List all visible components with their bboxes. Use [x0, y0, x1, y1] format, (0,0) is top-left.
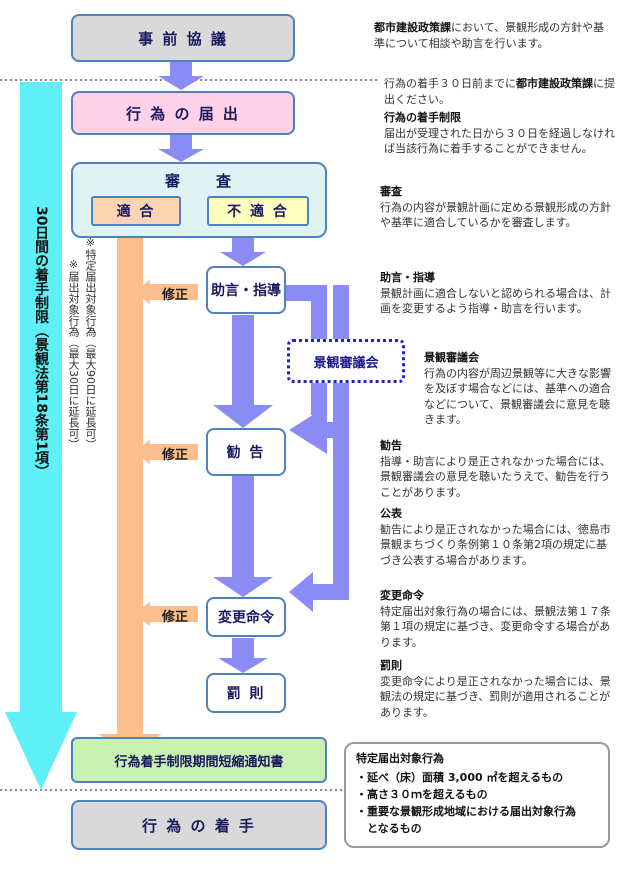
nonconform-box: 不 適 合 — [207, 196, 309, 226]
condition-item: ・高さ３０ｍを超えるもの — [356, 788, 488, 801]
council-box: 景観審議会 — [287, 339, 405, 383]
review-title: 審 査 — [164, 172, 233, 190]
change-order-box: 変更命令 — [206, 597, 286, 637]
desc-advice: 助言・指導 景観計画に適合しないと認められる場合は、計画を変更するよう指導・助言… — [380, 271, 611, 315]
timeline-label: 30日間の着手制限（景観法第18条第1項） — [33, 206, 49, 479]
note-general-act: ※届出対象行為（最大30日に延長可） — [67, 258, 80, 450]
desc-prior-consultation: 都市建設政策課において、景観形成の方針や基準について相談や助言を行います。 — [374, 21, 605, 50]
desc-change-order: 変更命令 特定届出対象行為の場合には、景観法第１７条第１項の規定に基づき、変更命… — [380, 589, 611, 649]
fix-label: 修正 — [162, 610, 189, 625]
shorten-notice-box: 行為着手制限期間短縮通知書 — [71, 737, 327, 783]
note-specific-act: ※特定届出対象行為（最大90日に延長可） — [84, 236, 97, 450]
penalty-box: 罰 則 — [206, 673, 286, 713]
fix-arrows — [134, 280, 198, 626]
specific-act-conditions: 特定届出対象行為 ・延べ（床）面積 3,000 ㎡を超えるもの ・高さ３０ｍを超… — [344, 742, 610, 848]
condition-item: ・延べ（床）面積 3,000 ㎡を超えるもの — [356, 771, 564, 784]
desc-notification: 行為の着手３０日前までに都市建設政策課に提出ください。 — [384, 77, 615, 106]
advice-box: 助言・指導 — [206, 266, 286, 314]
conform-box: 適 合 — [91, 196, 181, 226]
recommend-box: 勧 告 — [206, 428, 286, 476]
conform-arrow — [98, 222, 162, 752]
condition-item: となるもの — [356, 822, 422, 835]
start-action-box: 行 為 の 着 手 — [71, 800, 327, 850]
fix-label: 修正 — [162, 448, 189, 463]
main-flow-arrows — [158, 62, 349, 673]
desc-penalty: 罰則 変更命令により是正されなかった場合には、景観法の規定に基づき、罰則が適用さ… — [380, 659, 611, 719]
desc-publish: 公表 勧告により是正されなかった場合には、徳島市景観まちづくり条例第１０条第2項… — [380, 507, 611, 567]
fix-label: 修正 — [162, 288, 189, 303]
prior-consultation-box: 事 前 協 議 — [71, 14, 295, 62]
desc-recommend: 勧告 指導・助言により是正されなかった場合には、景観審議会の意見を聴いたうえで、… — [380, 439, 611, 499]
notification-box: 行 為 の 届 出 — [71, 91, 295, 135]
desc-review: 審査 行為の内容が景観計画に定める景観形成の方針や基準に適合しているかを審査しま… — [380, 185, 611, 229]
timeline-arrow — [5, 82, 77, 790]
desc-council: 景観審議会 行為の内容が周辺景観等に大きな影響を及ぼす場合などには、基準への適合… — [424, 351, 611, 426]
conditions-title: 特定届出対象行為 — [356, 752, 444, 765]
desc-restriction: 行為の着手制限 届出が受理された日から３０日を経過しなければ当該行為に着手するこ… — [384, 111, 615, 155]
condition-item: ・重要な景観形成地域における届出対象行為 — [356, 805, 576, 818]
